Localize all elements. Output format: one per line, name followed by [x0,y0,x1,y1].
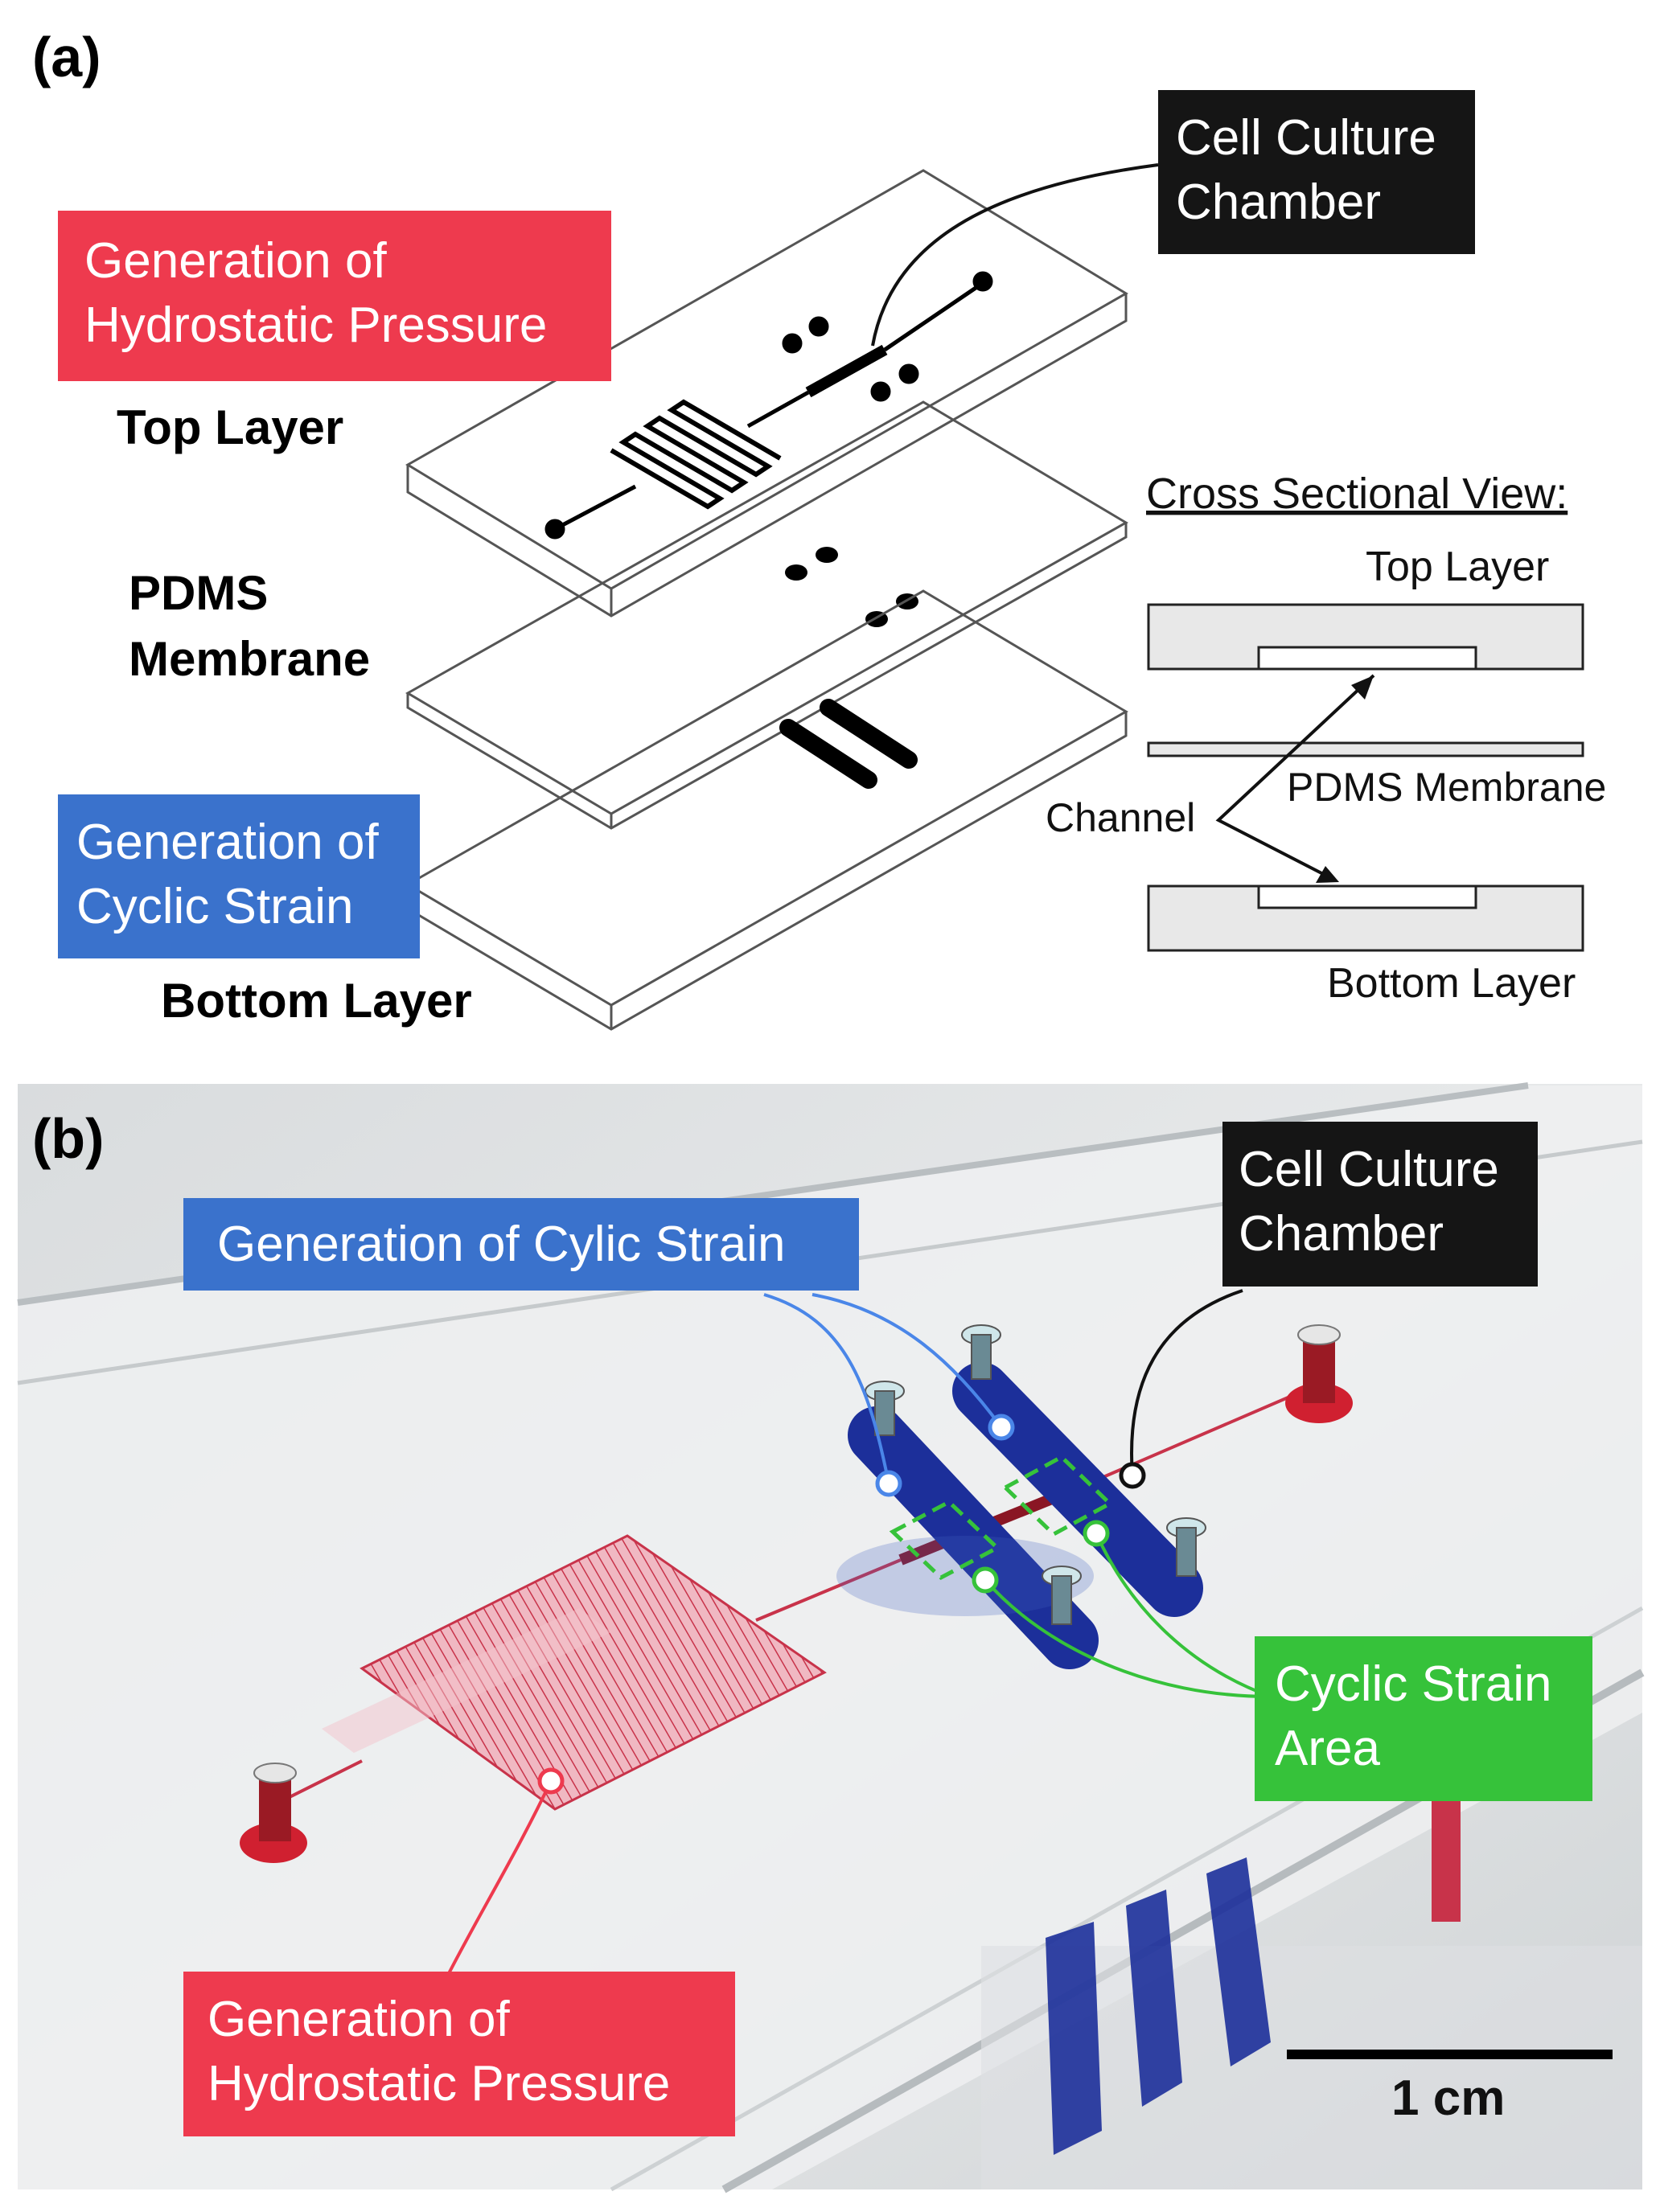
strain-area-markers [889,1454,1114,1581]
hydrostatic-text-b-line1: Generation of [208,1992,510,2047]
dot-green [1083,1520,1110,1547]
arrow-head-up [1351,675,1374,700]
panel-b-photo: (b) Generation of Cylic Strain Cell Cult… [17,1082,1645,2194]
chamber-callout-b: Cell Culture Chamber [1222,1122,1538,1287]
leader-lines-b [441,1289,1272,1987]
hydrostatic-text-b-line2: Hydrostatic Pressure [208,2056,670,2111]
bottom-layer-label: Bottom Layer [161,974,472,1028]
cs-channel-label: Channel [1046,795,1195,840]
cs-top-layer-label: Top Layer [1366,544,1549,590]
hydrostatic-callout-a: Generation of Hydrostatic Pressure [58,211,611,381]
chamber-text-line2: Chamber [1176,174,1381,230]
cs-membrane-label: PDMS Membrane [1287,765,1606,810]
hydrostatic-callout-b: Generation of Hydrostatic Pressure [183,1972,735,2136]
chamber-callout-a: Cell Culture Chamber [1158,90,1475,254]
cs-membrane [1147,741,1584,757]
port-dot [808,316,829,337]
port-dot [544,519,565,540]
top-layer-label: Top Layer [117,400,343,454]
hydrostatic-text-line1: Generation of [84,233,387,289]
strain-area-callout: Cyclic Strain Area [1255,1636,1592,1801]
membrane-label-line2: Membrane [129,632,370,686]
top-layer-channels [544,271,993,540]
port-dot [816,547,838,563]
port-dot [972,271,993,292]
red-port-left [240,1763,307,1863]
cs-bottom-layer-label: Bottom Layer [1327,960,1576,1007]
port-dot [782,333,803,354]
chamber-leader-line-a [871,163,1159,347]
cyclic-text-line2: Cyclic Strain [76,879,354,934]
dot-blue [988,1414,1015,1441]
cs-channel-arrows [1215,674,1375,880]
top-layer-slab [405,169,1128,618]
cyclic-callout-a: Generation of Cyclic Strain [58,794,420,958]
dot-green [972,1566,999,1594]
panel-b-label: (b) [32,1107,104,1170]
cs-bottom-channel [1257,884,1477,909]
dot-black [1119,1462,1146,1489]
cyclic-text-line1: Generation of [76,815,379,870]
strain-area-text-line1: Cyclic Strain [1275,1656,1552,1712]
leader-dots-b [537,1414,1146,1795]
membrane-ports [785,547,918,627]
strain-area-text-line2: Area [1275,1721,1380,1776]
bottom-layer-channels [779,699,918,789]
red-port-right [1285,1324,1353,1423]
chamber-text-b-line2: Chamber [1239,1206,1444,1262]
serpentine-channel [610,399,782,510]
bottom-layer-slab [405,589,1128,1031]
blue-strain-channels [836,1362,1461,2155]
blue-ports [865,1324,1206,1625]
cross-section: Cross Sectional View: Top Layer PDMS Mem… [1046,470,1606,1007]
panel-a-label: (a) [32,26,101,88]
membrane-slab [405,400,1128,830]
cyclic-callout-b: Generation of Cylic Strain [183,1198,859,1291]
port-dot [870,381,891,402]
cs-top-channel [1257,646,1477,671]
cyclic-text-b: Generation of Cylic Strain [217,1217,785,1272]
panel-a: (a) [32,26,1606,1031]
arrow-head-down [1316,866,1339,883]
cross-section-title: Cross Sectional View: [1146,470,1568,518]
dot-red [537,1767,565,1795]
hydrostatic-text-line2: Hydrostatic Pressure [84,298,547,353]
port-dot [898,363,919,384]
serpentine-channel-photo [360,1534,827,1811]
scale-bar-label: 1 cm [1391,2070,1505,2126]
membrane-label-line1: PDMS [129,566,268,620]
dot-blue [875,1470,902,1497]
port-dot [785,564,807,581]
chamber-text-b-line1: Cell Culture [1239,1142,1499,1197]
scale-bar: 1 cm [1287,2050,1613,2126]
chamber-text-line1: Cell Culture [1176,110,1436,166]
